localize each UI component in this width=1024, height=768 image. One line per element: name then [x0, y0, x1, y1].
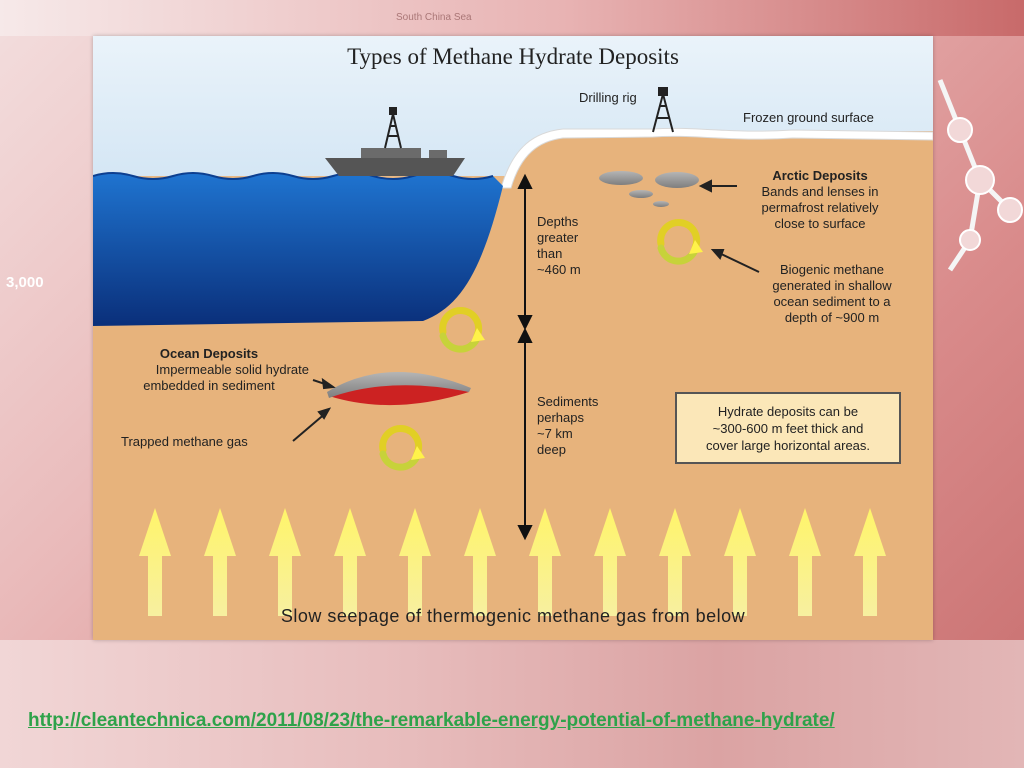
up-arrow-icon — [529, 508, 561, 616]
source-link[interactable]: http://cleantechnica.com/2011/08/23/the-… — [28, 710, 835, 731]
recycle-arrows-icon-2 — [379, 425, 425, 471]
depth-scale-arrow — [517, 173, 533, 541]
up-arrow-icon — [204, 508, 236, 616]
ocean-deposit-lens — [327, 371, 471, 406]
slide-top-band — [0, 0, 1024, 36]
diagram-illustration — [93, 36, 933, 640]
drilling-rig-label: Drilling rig — [579, 90, 637, 105]
hydrate-thickness-callout: Hydrate deposits can be ~300-600 m feet … — [675, 392, 901, 464]
up-arrow-icon — [139, 508, 171, 616]
sediments-label: Sediments perhaps ~7 km deep — [537, 394, 599, 457]
arctic-deposits-label: Arctic Deposits Bands and lenses in perm… — [761, 168, 879, 231]
methane-hydrate-diagram: Types of Methane Hydrate Deposits Drilli… — [93, 36, 933, 640]
recycle-arrows-icon-3 — [657, 219, 703, 265]
slide-bottom-band — [0, 640, 1024, 768]
up-arrow-icon — [724, 508, 756, 616]
up-arrow-icon — [334, 508, 366, 616]
arctic-deposit-lenses — [599, 171, 699, 207]
frozen-ground-surface — [500, 127, 933, 189]
seepage-caption: Slow seepage of thermogenic methane gas … — [280, 606, 746, 626]
up-arrow-icon — [789, 508, 821, 616]
ocean-deposits-label: Ocean Deposits Impermeable solid hydrate… — [143, 346, 309, 393]
ship-icon — [325, 148, 465, 176]
up-arrow-icon — [854, 508, 886, 616]
background-number: 3,000 — [6, 274, 44, 291]
up-arrow-icon — [659, 508, 691, 616]
drilling-rig-icon — [384, 107, 402, 149]
molecule-icon — [937, 79, 1023, 272]
up-arrow-icon — [269, 508, 301, 616]
up-arrow-icon — [399, 508, 431, 616]
recycle-arrows-icon — [439, 307, 485, 353]
background-map-label: South China Sea — [396, 12, 472, 23]
land-mass — [93, 131, 933, 640]
up-arrow-icon — [464, 508, 496, 616]
seepage-up-arrows — [139, 508, 886, 616]
depths-label: Depths greater than ~460 m — [537, 214, 581, 277]
biogenic-methane-label: Biogenic methane generated in shallow oc… — [772, 262, 892, 325]
land-drilling-rig-icon — [652, 87, 674, 133]
up-arrow-icon — [594, 508, 626, 616]
ocean — [93, 173, 503, 326]
trapped-methane-label: Trapped methane gas — [121, 434, 248, 449]
frozen-ground-label: Frozen ground surface — [743, 110, 874, 125]
diagram-title: Types of Methane Hydrate Deposits — [347, 44, 679, 69]
callout-pointers — [292, 179, 760, 442]
